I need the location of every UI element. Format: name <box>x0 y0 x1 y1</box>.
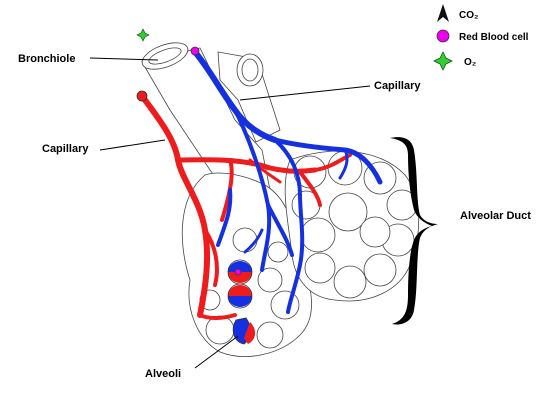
bronchiole-leader <box>89 57 159 61</box>
legend-label-red-blood-cell: Red Blood cell <box>459 32 529 43</box>
capillary-blue <box>192 49 383 314</box>
red-blood-cell-icon <box>436 29 450 43</box>
capillary-top-label: Capillary <box>374 80 421 92</box>
bronchiole-label: Bronchiole <box>18 53 75 65</box>
exchange-alveolus <box>232 317 256 345</box>
o2-star-icon <box>433 51 453 71</box>
red-blood-cell-icon <box>234 268 242 276</box>
alveolar-duct-brace <box>390 137 438 325</box>
o2-star-icon <box>136 28 150 42</box>
co2-arrow-icon <box>437 4 449 22</box>
capillary-red <box>136 90 352 320</box>
exchange-alveolus <box>227 283 253 309</box>
legend-item-co2: CO₂ <box>437 4 478 22</box>
legend: CO₂ Red Blood cell O₂ <box>433 4 529 71</box>
airway-tube <box>217 51 281 143</box>
legend-item-red-blood-cell: Red Blood cell <box>436 29 529 43</box>
alveolar-duct-label: Alveolar Duct <box>460 210 531 222</box>
gas-exchange-alveoli <box>227 259 256 345</box>
capillary-top-leader <box>239 85 371 101</box>
alveoli-label: Alveoli <box>145 368 181 380</box>
alveolar-duct-cluster <box>284 150 420 302</box>
red-blood-cell-icon <box>190 46 200 56</box>
legend-label-o2: O₂ <box>464 57 476 68</box>
capillary-left-label: Capillary <box>42 143 89 155</box>
alveoli-leader <box>194 335 239 369</box>
legend-label-co2: CO₂ <box>459 10 478 21</box>
capillary-left-leader <box>99 139 166 151</box>
legend-item-o2: O₂ <box>433 51 476 71</box>
